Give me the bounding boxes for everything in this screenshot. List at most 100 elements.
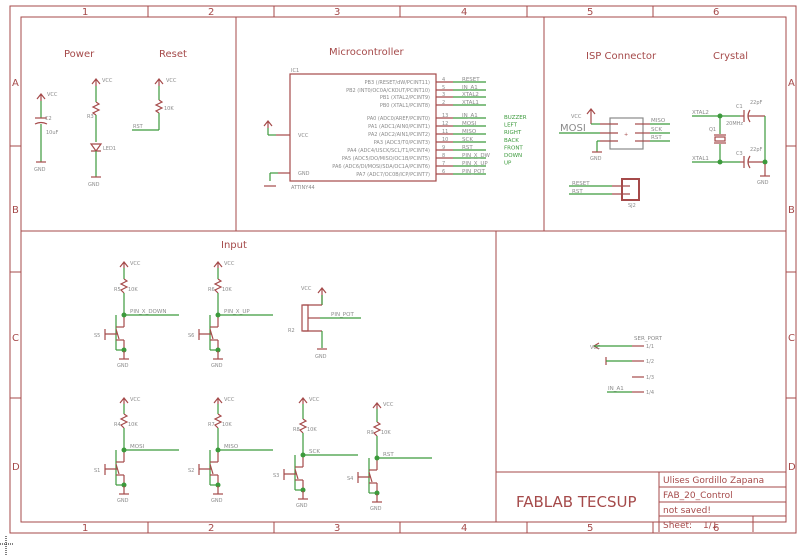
project-name: FAB_20_Control	[663, 491, 733, 501]
reset-circuit[interactable]: VCC 10K RST	[132, 78, 177, 131]
zone-labels: 1 2 3 4 5 6 1 2 3 4 5 6 A B C D A B C D	[12, 7, 796, 534]
net-name: MOSI	[130, 444, 145, 450]
mcu-pin-number: 12	[442, 121, 448, 127]
section-title-crystal: Crystal	[713, 51, 748, 62]
net-label: BUZZER	[504, 115, 527, 121]
resistor-ref: R4	[114, 422, 121, 428]
column-dividers	[10, 6, 796, 533]
isp-connector[interactable]: + VCC MOSI GND MISO SCK RST RESET RST SJ…	[559, 108, 670, 209]
switch-ref: S5	[94, 333, 100, 339]
schematic-mark: MOSI	[560, 123, 586, 134]
mcu-pin-number: 6	[442, 169, 445, 175]
junction	[121, 482, 127, 488]
schematic-mark: RESET	[572, 181, 590, 187]
schematic-mark: GND	[34, 167, 46, 173]
schematic-mark: 20MHz	[726, 121, 743, 127]
schematic-mark	[717, 113, 723, 119]
switch	[198, 463, 214, 475]
switch-ref: S2	[188, 468, 194, 474]
ser-port-connector[interactable]: VCC SER_PORT IN_A1 1/1 1/2 1/3 1/4	[590, 336, 663, 396]
crystal-circuit[interactable]: XTAL2 XTAL1 C1 C3 22pF 22pF Q1 20MHz GND	[692, 100, 770, 186]
row-label-right: B	[788, 205, 795, 216]
col-label-top: 6	[713, 7, 719, 18]
mcu-pin-name: PA6 (ADC6/DI/MOSI/SDA/OC1A/PCINT6)	[332, 164, 430, 170]
section-title-reset: Reset	[159, 49, 187, 60]
mcu-pin-name: PA1 (ADC1/AIN0/PCINT1)	[368, 124, 430, 130]
schematic-mark: VCC	[301, 286, 312, 292]
mcu-pin-name: PB2 (INT0/OC0A/CKOUT/PCINT10)	[346, 88, 430, 94]
schematic-mark: XTAL1	[692, 156, 709, 162]
net-label: DOWN	[504, 153, 522, 159]
mcu-pin-name: PA5 (ADC5/DO/MISO/OC1B/PCINT5)	[342, 156, 430, 162]
junction	[215, 447, 221, 453]
mcu-pin-name: PA7 (ADC7/OC0B/ICP/PCINT7)	[356, 172, 430, 178]
col-label-top: 2	[208, 7, 214, 18]
col-label-bottom: 6	[713, 523, 719, 534]
schematic-mark	[762, 159, 768, 165]
vcc-icon	[372, 402, 382, 409]
col-label-bottom: 4	[461, 523, 467, 534]
schematic-mark: VCC	[102, 78, 113, 84]
schematic-mark	[154, 78, 164, 86]
resistor-value: 10K	[307, 427, 317, 433]
row-label-right: D	[788, 462, 796, 473]
junction	[215, 347, 221, 353]
resistor-ref: R5	[114, 287, 121, 293]
switch-ref: S4	[347, 476, 353, 482]
resistor-value: 10K	[222, 422, 232, 428]
schematic-mark	[586, 108, 596, 124]
mcu-pin-number: 2	[442, 100, 445, 106]
mcu-pin-number: 4	[442, 77, 445, 83]
microcontroller-ic1[interactable]: IC1 ATTINY44 VCC GND PB3 (/RESET/dW/PCIN…	[263, 68, 527, 191]
net-label: RIGHT	[504, 130, 522, 136]
junction	[300, 487, 306, 493]
schematic-mark: VCC	[590, 345, 601, 351]
schematic-mark: 10uF	[46, 130, 59, 136]
resistor	[372, 421, 382, 437]
section-title-input: Input	[221, 240, 247, 251]
mcu-net-name: IN_A1	[462, 113, 478, 119]
schematic-mark: C3	[736, 151, 743, 157]
schematic-mark	[36, 93, 46, 101]
mcu-pin-name: PB0 (XTAL1/PCINT8)	[380, 103, 430, 109]
mcu-pin-number: 13	[442, 113, 448, 119]
resistor-ref: R8	[293, 427, 300, 433]
schematic-mark: LED1	[103, 146, 116, 152]
power-circuit[interactable]: VCC C2 10uF GND VCC R3 LED1 GND	[34, 78, 116, 188]
schematic-mark: C1	[736, 104, 743, 110]
gnd-label: GND	[117, 363, 129, 369]
schematic-mark	[289, 73, 437, 182]
gnd-label: GND	[211, 363, 223, 369]
col-label-top: 5	[587, 7, 593, 18]
mcu-pin-number: 11	[442, 129, 448, 135]
row-label-left: D	[12, 462, 20, 473]
net-label: FRONT	[504, 145, 523, 151]
switch	[357, 471, 373, 483]
gnd-label: GND	[117, 498, 129, 504]
schematic-mark	[301, 304, 309, 332]
section-title-microcontroller: Microcontroller	[329, 47, 405, 58]
schematic-mark	[263, 120, 273, 128]
potentiometer[interactable]: VCC PIN_POT GND R2	[288, 286, 361, 360]
schematic-mark: VCC	[571, 114, 582, 120]
resistor-value: 10K	[128, 422, 138, 428]
schematic-mark	[621, 178, 640, 201]
mcu-net-name: RESET	[462, 77, 480, 83]
junction	[300, 452, 306, 458]
schematic-mark: VCC	[166, 78, 177, 84]
schematic-mark: 1/1	[646, 344, 654, 350]
mcu-pin-name: PA3 (ADC3/T0/PCINT3)	[374, 140, 430, 146]
row-label-left: B	[12, 205, 19, 216]
vcc-label: VCC	[383, 402, 394, 408]
schematic-mark	[34, 121, 48, 125]
